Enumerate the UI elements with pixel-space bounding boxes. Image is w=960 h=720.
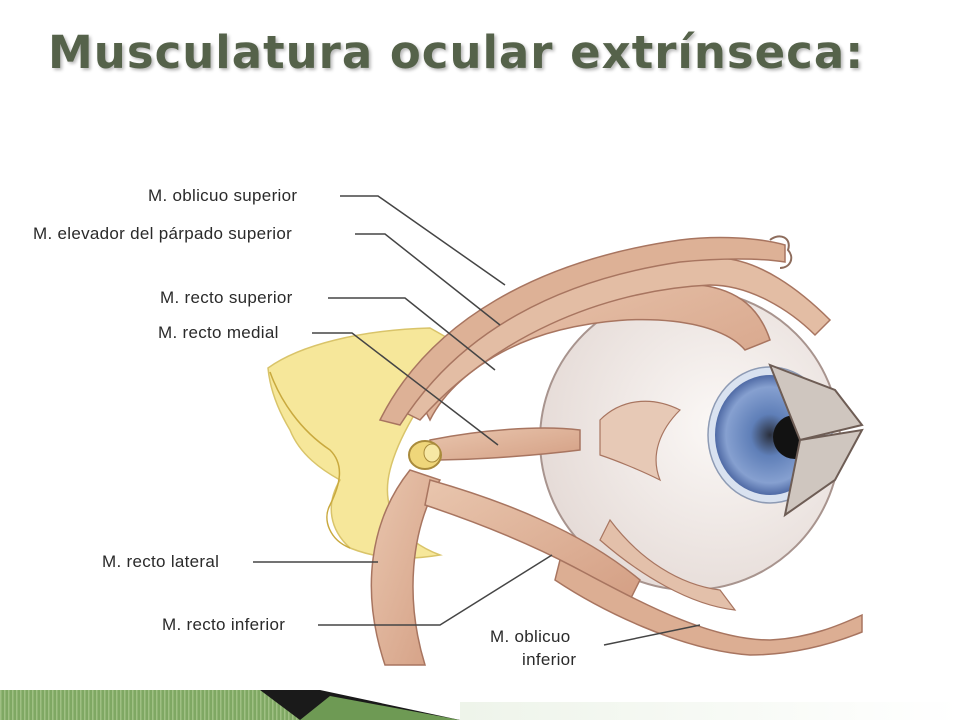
muscle-recto-medial-insertion (599, 400, 682, 482)
leader-oblicuo-superior (340, 195, 506, 286)
leader-recto-inferior (318, 554, 553, 626)
leader-oblicuo-inferior (603, 624, 701, 646)
muscle-oblicuo-inferior (554, 558, 863, 656)
slide-title: Musculatura ocular extrínseca: (48, 26, 865, 79)
footer-pale-band (460, 702, 960, 720)
leader-recto-medial (312, 332, 499, 446)
label-recto-superior: M. recto superior (160, 288, 293, 307)
leader-elevador-parpado (355, 233, 501, 326)
upper-eyelid (768, 363, 864, 442)
label-recto-lateral: M. recto lateral (102, 552, 220, 571)
muscle-oblicuo-superior (378, 236, 786, 426)
footer-green-stripes (0, 690, 300, 720)
optic-nerve-core (423, 443, 441, 463)
leader-recto-superior (328, 297, 496, 371)
label-recto-medial: M. recto medial (158, 323, 279, 342)
muscle-recto-lateral (370, 469, 442, 666)
label-oblicuo-inferior-1: M. oblicuo (490, 627, 571, 646)
footer-green-wedge (300, 696, 460, 720)
label-elevador-parpado: M. elevador del párpado superior (33, 224, 293, 243)
muscle-recto-medial (429, 427, 581, 461)
label-oblicuo-superior: M. oblicuo superior (148, 186, 298, 205)
label-oblicuo-inferior-2: inferior (522, 650, 577, 669)
trochlea (769, 235, 793, 269)
lower-eyelid (783, 428, 864, 518)
muscle-inferior-insertion (599, 518, 737, 611)
orbital-bone-edge (269, 371, 351, 549)
label-recto-inferior: M. recto inferior (162, 615, 286, 634)
footer-band (0, 690, 960, 720)
leader-lines (253, 195, 701, 646)
